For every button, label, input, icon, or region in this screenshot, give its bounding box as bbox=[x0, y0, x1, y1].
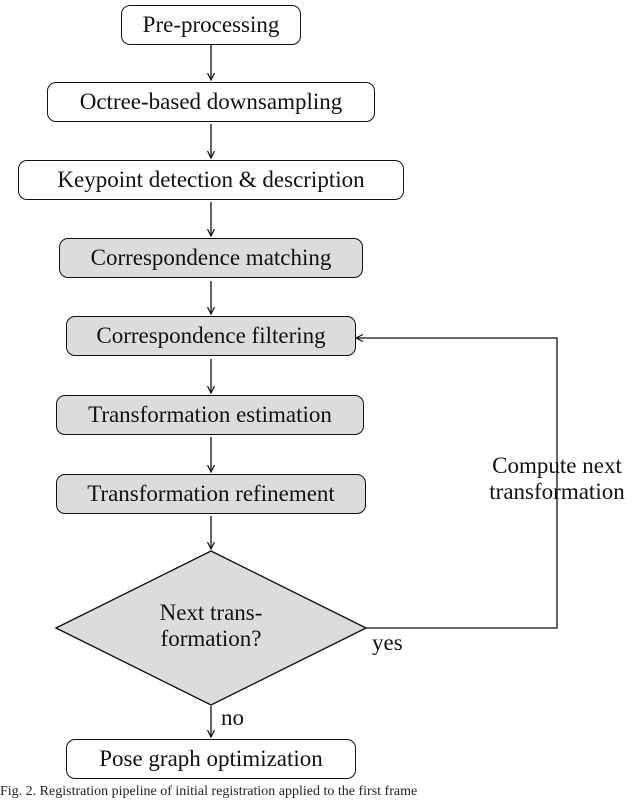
node-transformation-refinement: Transformation refinement bbox=[56, 474, 366, 514]
node-keypoint-detection: Keypoint detection & description bbox=[18, 160, 404, 200]
loop-label-line2: transformation bbox=[489, 479, 625, 505]
node-transformation-estimation: Transformation estimation bbox=[56, 395, 364, 435]
node-octree-downsampling: Octree-based downsampling bbox=[47, 82, 375, 122]
node-correspondence-matching: Correspondence matching bbox=[59, 238, 363, 278]
decision-label-line2: formation? bbox=[160, 626, 262, 652]
decision-label: Next trans- formation? bbox=[111, 600, 311, 653]
loop-back-arrow bbox=[356, 338, 558, 629]
node-preprocessing: Pre-processing bbox=[121, 5, 301, 45]
figure-caption: Fig. 2. Registration pipeline of initial… bbox=[0, 784, 418, 799]
decision-diamond bbox=[54, 550, 368, 706]
node-pose-graph-optimization: Pose graph optimization bbox=[66, 739, 356, 779]
loop-label: Compute next transformation bbox=[468, 453, 640, 506]
edge-label-no: no bbox=[221, 705, 244, 730]
loop-label-line1: Compute next bbox=[492, 453, 622, 478]
decision-label-line1: Next trans- bbox=[159, 600, 263, 625]
node-correspondence-filtering: Correspondence filtering bbox=[66, 316, 356, 356]
edge-label-yes: yes bbox=[372, 630, 403, 655]
